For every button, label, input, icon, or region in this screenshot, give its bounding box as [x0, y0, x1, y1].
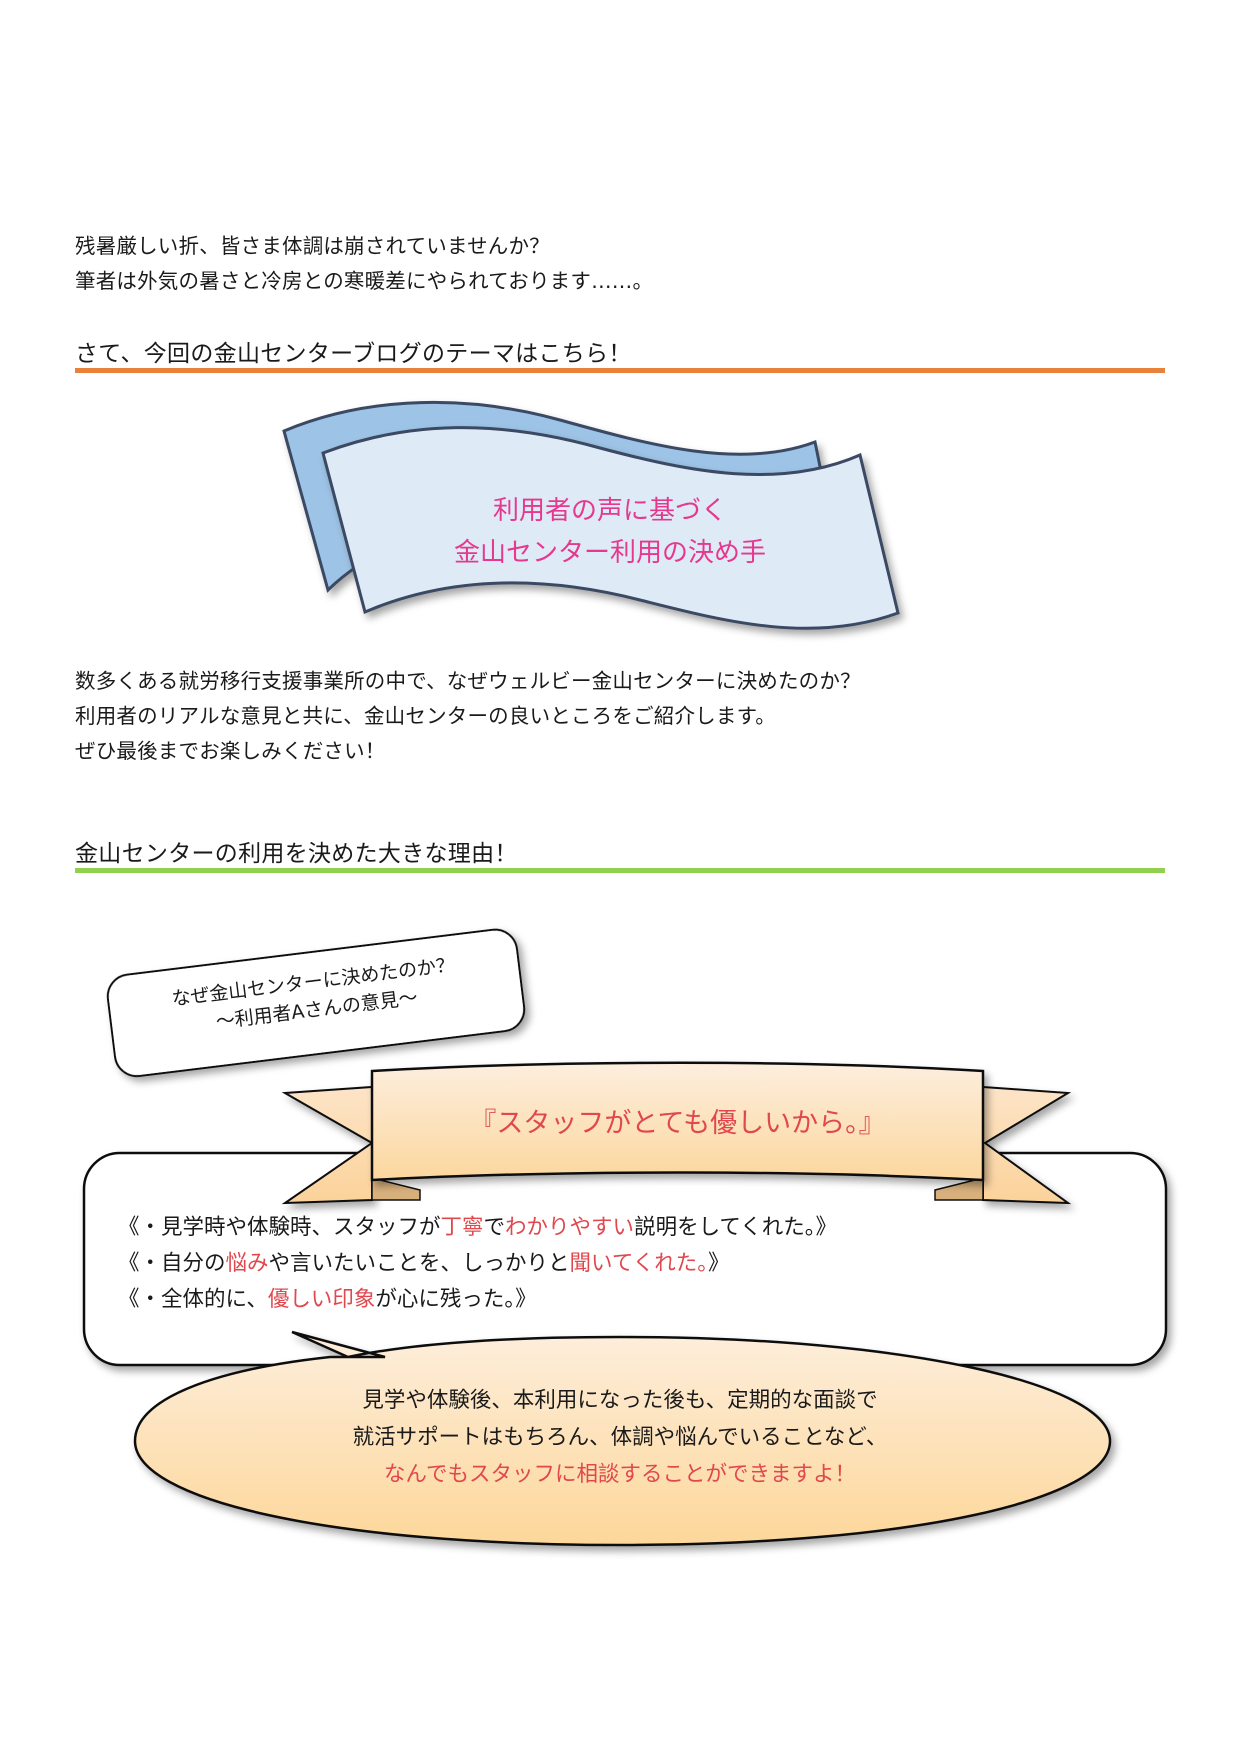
heading-underline-green: [75, 868, 1165, 873]
ribbon-right-wing: [982, 1085, 1072, 1205]
intro-line: 残暑厳しい折、皆さま体調は崩されていませんか？: [75, 234, 550, 258]
reason-text: 《・全体的に、: [118, 1287, 268, 1312]
heading-underline-orange: [75, 368, 1165, 373]
callout-text: 見学や体験後、本利用になった後も、定期的な面談で 就活サポートはもちろん、体調や…: [200, 1382, 1040, 1493]
summary-line: ぜひ最後までお楽しみください！: [75, 739, 386, 763]
reason-highlight: 丁寧: [440, 1215, 484, 1240]
reason-highlight: 聞いてくれた。: [569, 1251, 709, 1276]
reasons-list: 《・見学時や体験時、スタッフが丁寧でわかりやすい説明をしてくれた。》 《・自分の…: [118, 1210, 837, 1318]
ribbon-title: 『スタッフがとても優しいから。』: [469, 1108, 886, 1139]
summary-line: 利用者のリアルな意見と共に、金山センターの良いところをご紹介します。: [75, 704, 776, 728]
reason-text: 《・自分の: [118, 1251, 226, 1276]
intro-line: 筆者は外気の暑さと冷房との寒暖差にやられております……。: [75, 269, 654, 293]
section-heading-text: さて、今回の金山センターブログのテーマはこちら！: [75, 341, 632, 367]
reason-highlight: 悩み: [225, 1251, 269, 1276]
callout-line2: 就活サポートはもちろん、体調や悩んでいることなど、: [352, 1425, 888, 1450]
reason-text: 》: [708, 1251, 730, 1276]
reason-text: で: [483, 1215, 506, 1240]
question-card: なぜ金山センターに決めたのか？ ～利用者Aさんの意見～: [118, 944, 512, 1047]
reason-item: 《・自分の悩みや言いたいことを、しっかりと聞いてくれた。》: [118, 1246, 837, 1282]
reason-text: が心に残った。》: [375, 1287, 537, 1312]
reason-highlight: 優しい印象: [267, 1287, 376, 1312]
reason-text: や言いたいことを、しっかりと: [268, 1251, 570, 1276]
section-heading-theme: さて、今回の金山センターブログのテーマはこちら！: [75, 334, 1165, 374]
intro-paragraph: 残暑厳しい折、皆さま体調は崩されていませんか？ 筆者は外気の暑さと冷房との寒暖差…: [75, 229, 653, 299]
reason-text: 《・見学時や体験時、スタッフが: [118, 1215, 441, 1240]
theme-banner-text: 利用者の声に基づく 金山センター利用の決め手: [430, 490, 790, 574]
reason-item: 《・見学時や体験時、スタッフが丁寧でわかりやすい説明をしてくれた。》: [118, 1210, 837, 1246]
ribbon-left-wing: [281, 1085, 374, 1205]
callout-line1: 見学や体験後、本利用になった後も、定期的な面談で: [362, 1388, 878, 1413]
section-heading-reasons: 金山センターの利用を決めた大きな理由！: [75, 834, 1165, 874]
reason-highlight: わかりやすい: [505, 1215, 635, 1240]
reason-item: 《・全体的に、優しい印象が心に残った。》: [118, 1282, 837, 1318]
theme-banner-line2: 金山センター利用の決め手: [453, 538, 766, 568]
summary-paragraph: 数多くある就労移行支援事業所の中で、なぜウェルビー金山センターに決めたのか？ 利…: [75, 664, 861, 769]
reason-text: 説明をしてくれた。》: [634, 1215, 838, 1240]
summary-line: 数多くある就労移行支援事業所の中で、なぜウェルビー金山センターに決めたのか？: [75, 669, 861, 693]
callout-line3: なんでもスタッフに相談することができますよ！: [384, 1462, 856, 1487]
theme-banner-line1: 利用者の声に基づく: [492, 496, 727, 526]
section-heading-text: 金山センターの利用を決めた大きな理由！: [75, 841, 518, 867]
